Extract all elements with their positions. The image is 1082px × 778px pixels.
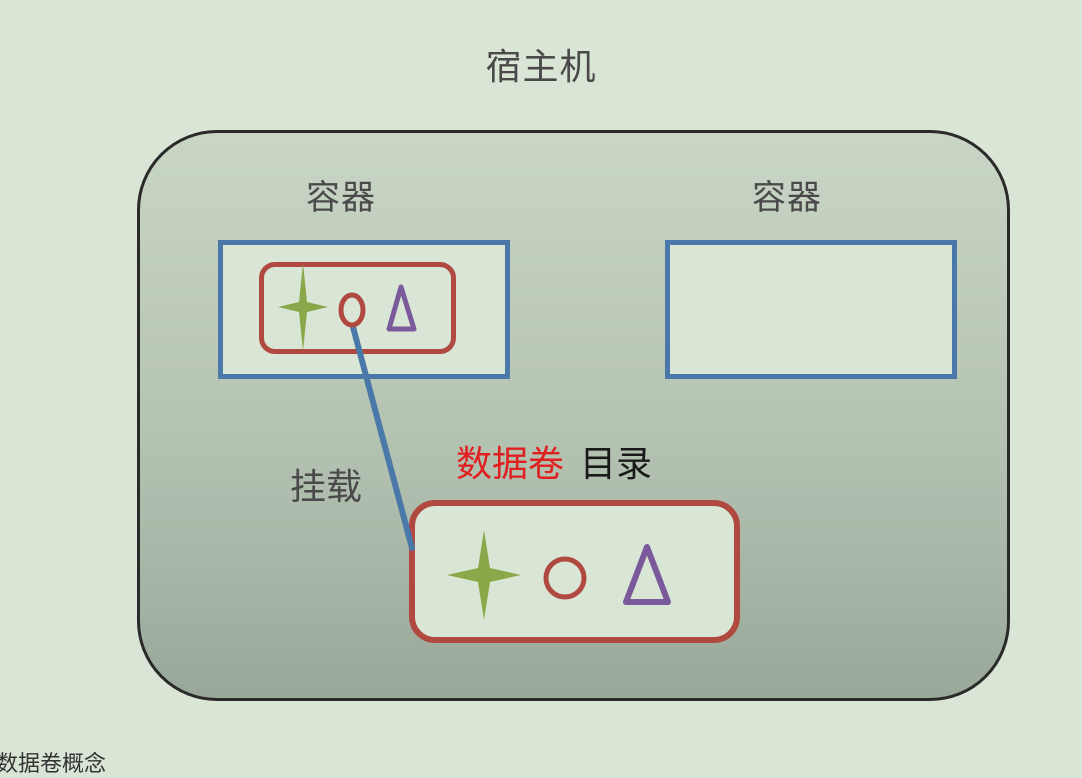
mount-line [350,324,415,551]
host-title: 宿主机 [485,47,597,88]
star-icon [278,263,328,351]
directory-label: 目录 [580,444,653,485]
circle-icon [543,556,587,600]
container-label-left: 容器 [306,178,376,218]
diagram-shapes [278,263,671,620]
data-volume-label: 数据卷 [456,444,565,485]
triangle-icon [386,284,417,332]
triangle-icon [623,544,671,605]
container-label-right: 容器 [752,178,822,218]
circle-icon [338,292,366,328]
star-icon [447,530,521,620]
mount-label: 挂载 [290,467,363,508]
data-volume-directory-label: 数据卷目录 [456,435,652,487]
container-box-right [665,240,957,379]
